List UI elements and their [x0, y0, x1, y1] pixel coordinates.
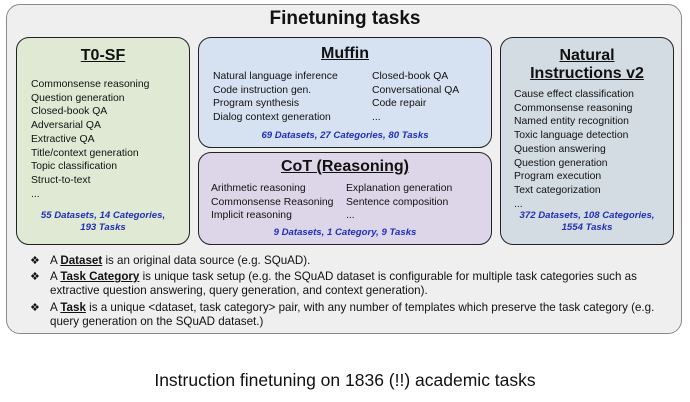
list-item: Cause effect classification — [514, 89, 634, 100]
list-item: Toxic language detection — [514, 130, 629, 142]
list-item: Adversarial QA — [31, 120, 101, 132]
summary-line: 55 Datasets, 14 Categories, — [40, 210, 166, 221]
list-item: Dialog context generation — [213, 112, 331, 124]
cot-list-left: Arithmetic reasoning Commonsense Reasoni… — [211, 182, 333, 223]
list-item: Struct-to-text — [31, 174, 91, 186]
summary-line: 372 Datasets, 108 Categories, — [519, 210, 655, 221]
definition-term: Dataset — [60, 254, 103, 267]
list-item: Question answering — [514, 143, 606, 155]
definition-text: A Task is a unique <dataset, task catego… — [50, 301, 670, 329]
list-item: ... — [31, 188, 40, 200]
list-item: Closed-book QA — [31, 106, 108, 118]
niv2-title-line: Instructions v2 — [530, 65, 644, 82]
list-item: Topic classification — [31, 161, 118, 173]
cot-summary: 9 Datasets, 1 Category, 9 Tasks — [273, 227, 417, 238]
diamond-bullet-icon: ❖ — [30, 271, 40, 284]
list-item: ... — [372, 112, 381, 124]
definition-task-category: ❖ A Task Category is unique task setup (… — [30, 270, 670, 298]
cot-title: CoT (Reasoning) — [281, 158, 409, 175]
list-item: Program synthesis — [213, 98, 300, 110]
list-item: Commonsense reasoning — [514, 102, 633, 114]
panel-title: Finetuning tasks — [269, 8, 421, 29]
definition-prefix: A — [50, 270, 61, 284]
list-item: Code repair — [372, 98, 427, 110]
summary-line: 1554 Tasks — [561, 222, 613, 233]
t0sf-summary: 55 Datasets, 14 Categories, 193 Tasks — [17, 210, 189, 234]
definition-dataset: ❖ A Dataset is an original data source (… — [30, 254, 670, 268]
list-item: Arithmetic reasoning — [211, 183, 306, 194]
list-item: Title/context generation — [31, 147, 139, 159]
list-item: Sentence composition — [346, 196, 449, 208]
t0sf-title: T0-SF — [80, 47, 126, 64]
definition-body: is an original data source (e.g. SQuAD). — [102, 254, 311, 267]
list-item: Closed-book QA — [372, 71, 449, 82]
list-item: Conversational QA — [372, 84, 460, 96]
list-item: Text categorization — [514, 184, 601, 196]
niv2-title: Natural Instructions v2 — [501, 47, 673, 83]
definition-prefix: A — [50, 300, 61, 314]
diamond-bullet-icon: ❖ — [30, 255, 40, 267]
list-item: Commonsense reasoning — [31, 79, 150, 90]
muffin-list-right: Closed-book QA Conversational QA Code re… — [372, 70, 459, 125]
list-item: ... — [514, 198, 523, 210]
muffin-summary: 69 Datasets, 27 Categories, 80 Tasks — [261, 130, 429, 141]
definition-term: Task — [60, 300, 86, 314]
list-item: Commonsense Reasoning — [211, 196, 334, 208]
definition-text: A Task Category is unique task setup (e.… — [50, 270, 670, 298]
list-item: Extractive QA — [31, 133, 95, 145]
definition-text: A Dataset is an original data source (e.… — [50, 254, 310, 268]
definition-body: is a unique <dataset, task category> pai… — [50, 300, 655, 328]
list-item: Program execution — [514, 171, 602, 183]
t0sf-box: T0-SF Commonsense reasoning Question gen… — [16, 37, 190, 245]
niv2-box: Natural Instructions v2 Cause effect cla… — [500, 37, 674, 245]
list-item: Question generation — [514, 157, 608, 169]
t0sf-list: Commonsense reasoning Question generatio… — [31, 78, 149, 201]
niv2-summary: 372 Datasets, 108 Categories, 1554 Tasks — [501, 210, 673, 234]
definitions-list: ❖ A Dataset is an original data source (… — [30, 254, 670, 331]
list-item: Named entity recognition — [514, 116, 629, 128]
niv2-title-line: Natural — [559, 47, 615, 64]
muffin-box: Muffin Natural language inference Code i… — [198, 37, 492, 148]
list-item: Explanation generation — [346, 183, 453, 194]
definition-task: ❖ A Task is a unique <dataset, task cate… — [30, 301, 670, 329]
muffin-list-left: Natural language inference Code instruct… — [213, 70, 338, 125]
summary-line: 193 Tasks — [80, 222, 126, 233]
list-item: ... — [346, 210, 355, 222]
muffin-title: Muffin — [321, 45, 369, 62]
definition-prefix: A — [50, 254, 61, 267]
niv2-list: Cause effect classification Commonsense … — [514, 88, 634, 211]
list-item: Natural language inference — [213, 71, 338, 82]
slide-caption: Instruction finetuning on 1836 (!!) acad… — [154, 370, 536, 390]
list-item: Code instruction gen. — [213, 84, 312, 96]
list-item: Implicit reasoning — [211, 210, 292, 222]
list-item: Question generation — [31, 92, 125, 104]
definition-term: Task Category — [60, 270, 140, 284]
cot-list-right: Explanation generation Sentence composit… — [346, 182, 452, 223]
cot-box: CoT (Reasoning) Arithmetic reasoning Com… — [198, 152, 492, 245]
definition-body: is unique task setup (e.g. the SQuAD dat… — [50, 270, 637, 298]
diamond-bullet-icon: ❖ — [30, 301, 40, 314]
